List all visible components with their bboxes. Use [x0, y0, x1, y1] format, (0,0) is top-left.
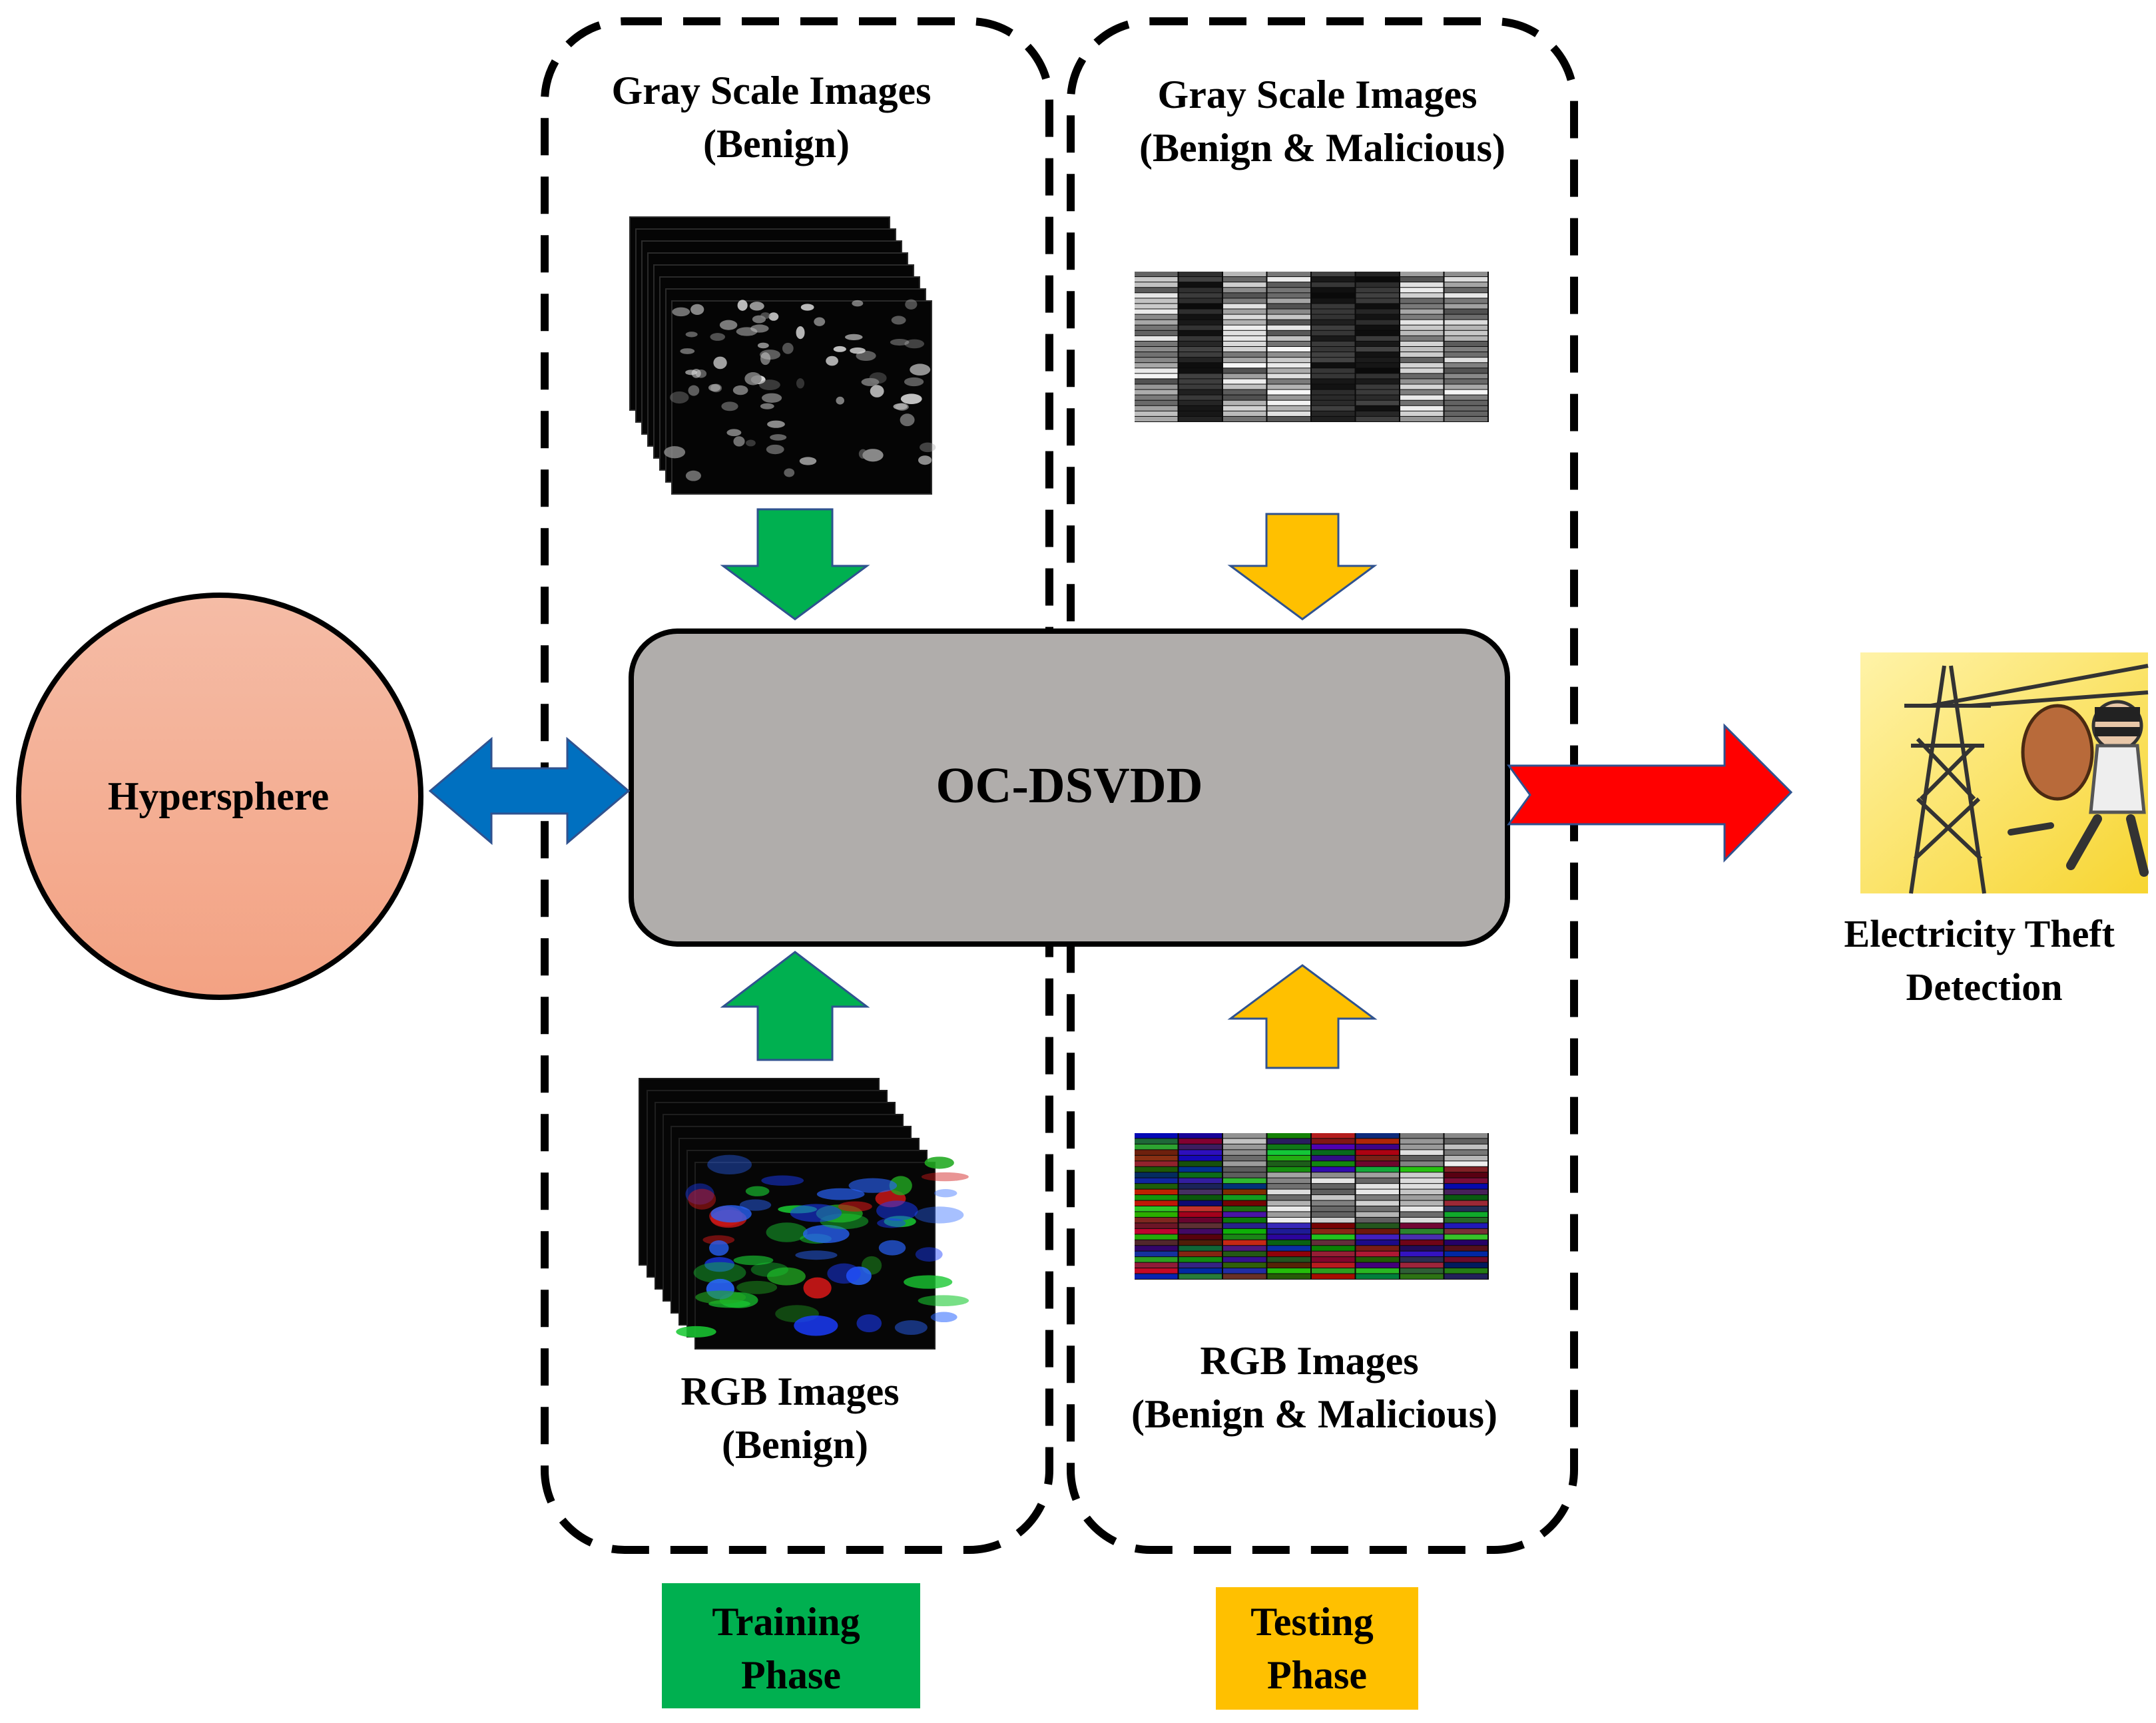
- oc-dsvdd-block: [629, 628, 1510, 947]
- training-down-arrow: [720, 508, 870, 620]
- training-up-arrow: [720, 951, 870, 1061]
- oc-dsvdd-label: OC-DSVDD: [936, 758, 1203, 814]
- testing-phase-label: Testing Phase: [1250, 1600, 1384, 1697]
- testing-up-arrow: [1227, 964, 1378, 1069]
- output-label: Electricity Theft Detection: [1844, 912, 2125, 1009]
- testing-gray-title: Gray Scale Images (Benign & Malicious): [1139, 73, 1505, 170]
- training-gray-title: Gray Scale Images (Benign): [612, 69, 942, 166]
- hypersphere-bidirectional-arrow: [428, 736, 631, 846]
- training-rgb-title: RGB Images (Benign): [680, 1369, 909, 1467]
- hypersphere-label: Hypersphere: [108, 774, 329, 818]
- hypersphere-circle: [16, 593, 423, 1000]
- training-gray-image-stack: [629, 216, 936, 495]
- testing-phase-badge: [1216, 1587, 1418, 1710]
- testing-rgb-title: RGB Images (Benign & Malicious): [1131, 1339, 1497, 1436]
- output-arrow: [1507, 723, 1793, 863]
- testing-rgb-image-mosaic: [1135, 1133, 1489, 1280]
- training-phase-badge: [662, 1583, 920, 1708]
- testing-down-arrow: [1227, 513, 1378, 620]
- thief-with-electricity-pylon-icon: [1860, 652, 2149, 894]
- training-rgb-image-stack: [639, 1078, 969, 1350]
- testing-gray-image-mosaic: [1135, 272, 1489, 422]
- training-phase-label: Training Phase: [712, 1600, 870, 1697]
